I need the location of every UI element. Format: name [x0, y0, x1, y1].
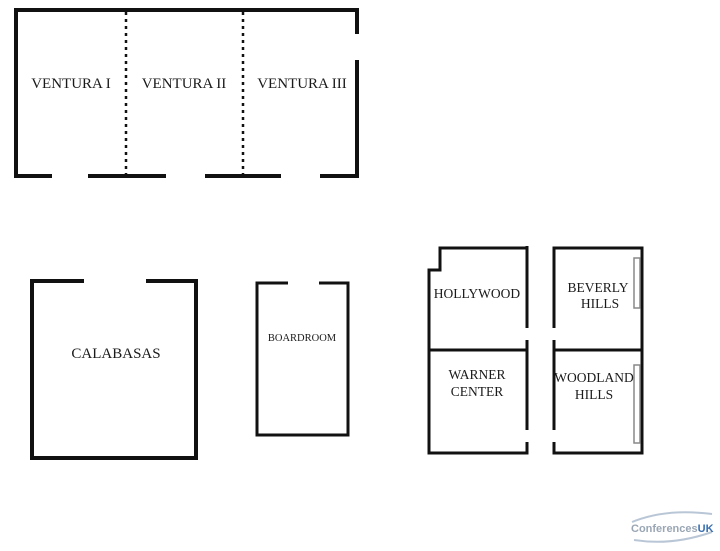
- beverly-window: [633, 257, 641, 309]
- boardroom-room: BOARDROOM: [255, 281, 350, 437]
- room-label-ventura-3: VENTURA III: [257, 76, 347, 92]
- ventura-block: VENTURA I VENTURA II VENTURA III: [14, 8, 359, 178]
- room-label-beverly-line1: BEVERLY: [568, 280, 629, 295]
- hollywood-top-wall: [427, 246, 529, 455]
- room-label-beverly-line2: HILLS: [581, 296, 619, 311]
- room-label-woodland-line1: WOODLAND: [554, 370, 634, 385]
- ventura-right-wall: [320, 60, 359, 178]
- room-label-warner-line2: CENTER: [451, 384, 504, 399]
- room-label-woodland-line2: HILLS: [575, 387, 613, 402]
- room-label-boardroom: BOARDROOM: [268, 333, 337, 344]
- room-label-warner-line1: WARNER: [449, 367, 506, 382]
- logo-swoosh-bottom: [633, 531, 713, 543]
- right-room-cluster: HOLLYWOOD BEVERLY HILLS WARNER CENTER WO…: [427, 246, 644, 455]
- room-label-calabasas: CALABASAS: [71, 346, 160, 362]
- calabasas-room: CALABASAS: [30, 279, 198, 460]
- room-label-ventura-2: VENTURA II: [142, 76, 227, 92]
- boardroom-wall: [255, 281, 350, 437]
- logo-swoosh-top: [631, 511, 713, 523]
- ventura-outer-wall: [14, 8, 359, 178]
- room-label-ventura-1: VENTURA I: [31, 76, 111, 92]
- logo-text: ConferencesUK: [631, 523, 714, 535]
- calabasas-wall-left: [30, 279, 198, 460]
- logo-text-main: Conferences: [631, 523, 698, 535]
- conferences-uk-logo: ConferencesUK: [631, 511, 714, 543]
- woodland-window: [633, 364, 641, 444]
- logo-text-suffix: UK: [698, 523, 714, 535]
- room-label-hollywood: HOLLYWOOD: [434, 286, 521, 301]
